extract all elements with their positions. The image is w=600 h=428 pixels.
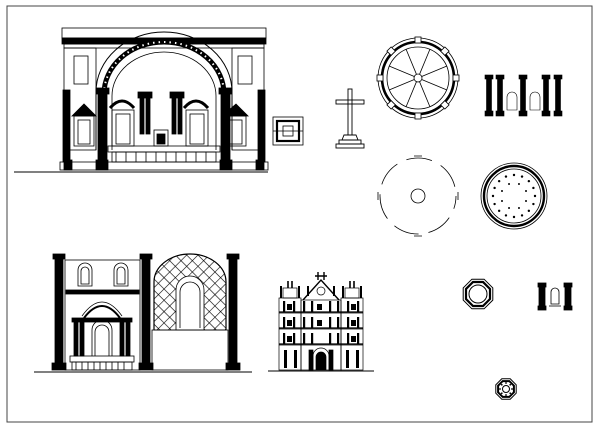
chapel-arch-elevation (34, 253, 252, 373)
small-ornament-detail (272, 116, 304, 146)
column-colonnade-row (484, 74, 563, 117)
church-facade-elevation (268, 272, 374, 372)
round-cupola-plan-spokes (376, 36, 460, 120)
octagon-plan-large (462, 278, 494, 310)
circle-plan-with-axes (377, 155, 459, 237)
octagon-plan-small (495, 378, 517, 400)
dotted-dome-plan (480, 162, 548, 230)
column-pair-elevation (537, 282, 573, 311)
crucifix-on-pedestal (335, 88, 365, 149)
altar-arch-elevation (14, 27, 269, 173)
sheet-frame (6, 5, 593, 423)
